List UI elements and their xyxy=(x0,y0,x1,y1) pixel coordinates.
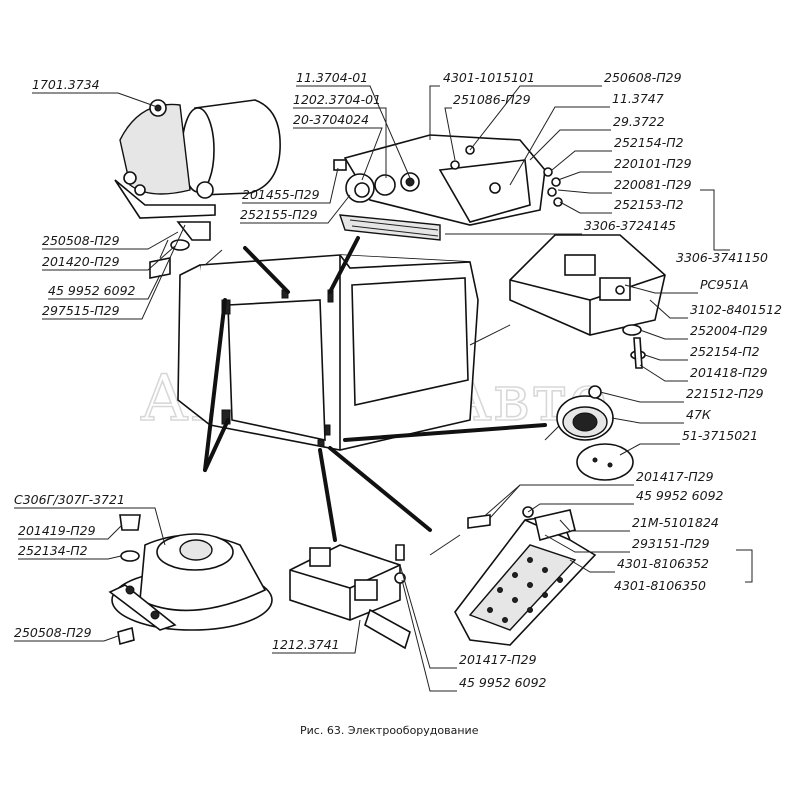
label-250508-p29-a: 250508-П29 xyxy=(42,233,120,248)
label-297515-p29: 297515-П29 xyxy=(42,303,120,318)
label-3306-3724145: 3306-3724145 xyxy=(584,218,676,233)
horn-drawing xyxy=(108,514,273,646)
foot-switch-drawing xyxy=(454,506,597,646)
label-1212-3741: 1212.3741 xyxy=(272,637,340,652)
label-c306g-307g-3721: С306Г/307Г-3721 xyxy=(14,492,125,507)
label-250608-p29: 250608-П29 xyxy=(604,70,682,85)
label-1202-3704-01: 1202.3704-01 xyxy=(293,92,381,107)
label-4301-8106352: 4301-8106352 xyxy=(617,556,709,571)
label-45-9952-6092-b: 45 9952 6092 xyxy=(636,488,724,503)
label-252134-p2: 252134-П2 xyxy=(18,543,88,558)
label-252153-p2: 252153-П2 xyxy=(614,197,684,212)
callout-labels: 1701.3734 250508-П29 201420-П29 45 9952 … xyxy=(14,70,782,692)
label-252155-p29: 252155-П29 xyxy=(240,207,318,222)
label-201419-p29: 201419-П29 xyxy=(18,523,96,538)
ignition-coil-drawing xyxy=(114,99,281,279)
label-201418-p29: 201418-П29 xyxy=(690,365,768,380)
label-3306-3741150: 3306-3741150 xyxy=(676,250,768,265)
label-221512-p29: 221512-П29 xyxy=(686,386,764,401)
label-201420-p29: 201420-П29 xyxy=(42,254,120,269)
label-293151-p29: 293151-П29 xyxy=(632,536,710,551)
label-251086-p29: 251086-П29 xyxy=(453,92,531,107)
label-220101-p29: 220101-П29 xyxy=(614,156,692,171)
label-3102-8401512: 3102-8401512 xyxy=(690,302,782,317)
leader-arrows xyxy=(203,236,561,556)
label-4301-1015101: 4301-1015101 xyxy=(443,70,535,85)
label-rc951a: РС951А xyxy=(700,277,749,292)
figure-caption: Рис. 63. Электрооборудование xyxy=(300,724,479,737)
label-11-3704-01: 11.3704-01 xyxy=(296,70,368,85)
truck-cab-drawing xyxy=(177,254,479,451)
label-1701-3734: 1701.3734 xyxy=(32,77,100,92)
label-201417-p29-a: 201417-П29 xyxy=(636,469,714,484)
label-11-3747: 11.3747 xyxy=(612,91,664,106)
label-21m-5101824: 21М-5101824 xyxy=(632,515,719,530)
signal-relay-drawing xyxy=(289,544,411,650)
relay-unit-drawing xyxy=(509,234,666,369)
label-51-3715021: 51-3715021 xyxy=(682,428,758,443)
label-201455-p29: 201455-П29 xyxy=(242,187,320,202)
label-4301-8106350: 4301-8106350 xyxy=(614,578,706,593)
label-45-9952-6092-a: 45 9952 6092 xyxy=(48,283,136,298)
label-45-9952-6092-c: 45 9952 6092 xyxy=(459,675,547,690)
label-29-3722: 29.3722 xyxy=(613,114,665,129)
label-220081-p29: 220081-П29 xyxy=(614,177,692,192)
label-20-3704024: 20-3704024 xyxy=(293,112,369,127)
label-252154-p2-a: 252154-П2 xyxy=(614,135,684,150)
relay-47k-drawing xyxy=(556,385,634,481)
label-250508-p29-b: 250508-П29 xyxy=(14,625,92,640)
label-252154-p2-b: 252154-П2 xyxy=(690,344,760,359)
voltage-regulator-drawing xyxy=(333,134,563,241)
label-47k: 47К xyxy=(686,407,712,422)
label-252004-p29: 252004-П29 xyxy=(690,323,768,338)
label-201417-p29-b: 201417-П29 xyxy=(459,652,537,667)
